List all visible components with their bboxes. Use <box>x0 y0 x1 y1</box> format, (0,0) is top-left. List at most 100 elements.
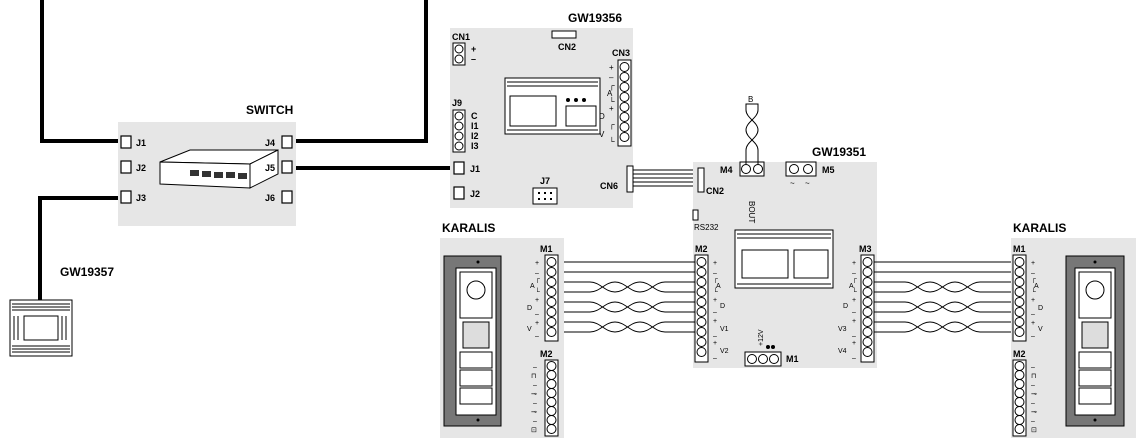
label-text: + <box>1031 260 1035 267</box>
label-text: CN2 <box>706 186 724 196</box>
label-text: └ <box>535 287 540 296</box>
label-text: └ <box>609 96 615 106</box>
label-text: + <box>1031 320 1035 327</box>
label-text: M2 <box>695 244 708 254</box>
label-text: CN2 <box>558 42 576 52</box>
label-text: A <box>1034 283 1039 290</box>
label-text: └ <box>713 287 718 296</box>
label-text: C <box>471 111 478 121</box>
label-text: J9 <box>452 98 462 108</box>
karalis-left-title: KARALIS <box>442 221 495 235</box>
karalis-right-title: KARALIS <box>1013 221 1066 235</box>
label-text: M1 <box>540 244 553 254</box>
label-text: ┌ <box>713 276 718 283</box>
label-text: – <box>1031 364 1035 371</box>
label-text: D <box>527 305 532 312</box>
gw19357-title: GW19357 <box>60 265 114 279</box>
port-j2: J2 <box>136 163 146 173</box>
label-text: – <box>609 73 614 82</box>
label-text: ⊸ <box>531 409 537 416</box>
label-text: RS232 <box>694 223 719 232</box>
twisted-pairs-right <box>874 261 1013 333</box>
label-text: A <box>849 283 854 290</box>
label-text: M2 <box>540 349 553 359</box>
label-text: M1 <box>1013 244 1026 254</box>
label-text: V2 <box>720 348 729 355</box>
gw19356-module-illustration <box>504 77 601 135</box>
label-text: D <box>1038 305 1043 312</box>
label-text: V3 <box>838 326 847 333</box>
label-text: – <box>713 270 717 277</box>
label-text: J7 <box>540 176 550 186</box>
label-text: M3 <box>859 244 872 254</box>
label-text: – <box>1031 400 1035 407</box>
label-text: D <box>599 112 605 121</box>
label-text: + <box>535 320 539 327</box>
label-text: – <box>533 418 537 425</box>
label-text: CN3 <box>612 48 630 58</box>
network-cables <box>38 0 450 300</box>
twisted-pairs-left <box>562 261 695 333</box>
label-text: A <box>607 89 613 98</box>
label-text: I2 <box>471 131 479 141</box>
label-text: + <box>535 297 539 304</box>
label-text: ⊡ <box>531 427 537 434</box>
label-text: – <box>852 309 856 316</box>
label-text: – <box>852 333 856 340</box>
port-j1: J1 <box>136 138 146 148</box>
label-text: CN6 <box>600 181 618 191</box>
label-text: – <box>535 270 539 277</box>
label-text: – <box>1031 311 1035 318</box>
label-text: V <box>527 326 532 333</box>
label-text: – <box>535 333 539 340</box>
label-text: └ <box>1031 287 1036 296</box>
gw19356-block: GW19356 CN2 CN1 + – CN3 + – ┌ A └ + D ┌ … <box>450 11 634 208</box>
label-text: + <box>609 63 614 72</box>
label-text: V <box>1038 326 1043 333</box>
label-text: + <box>713 260 717 267</box>
gw19351-title: GW19351 <box>812 145 866 159</box>
label-text: V4 <box>838 348 847 355</box>
switch-block: SWITCH J1 J2 J3 J4 J5 J6 <box>118 103 296 226</box>
label-text: – <box>852 270 856 277</box>
label-text: + <box>713 297 717 304</box>
label-text: + <box>713 318 717 325</box>
label-text: ┌ <box>1031 276 1036 283</box>
gw19351-block: GW19351 CN2 M4 BOUT B M5 ~~ RS232 M2 <box>692 95 877 368</box>
cable-top-left <box>40 0 118 143</box>
door-panel-illustration <box>1065 255 1125 427</box>
label-text: + <box>609 104 614 113</box>
gw19356-title: GW19356 <box>568 11 622 25</box>
twisted-pair-b <box>745 103 759 164</box>
label-text: ┌ <box>535 276 540 283</box>
label-text: – <box>852 355 856 362</box>
label-text: B <box>748 95 753 104</box>
port-j4: J4 <box>265 138 275 148</box>
label-text: – <box>1031 333 1035 340</box>
label-text: ┌ <box>609 81 615 91</box>
label-text: CN1 <box>452 32 470 42</box>
gw19351-module-illustration <box>734 229 834 289</box>
label-text: – <box>713 309 717 316</box>
label-text: ⊸ <box>1031 391 1037 398</box>
label-text: ⊸ <box>531 391 537 398</box>
switch-device-illustration <box>159 149 279 189</box>
label-text: + <box>1031 297 1035 304</box>
label-text: + <box>713 340 717 347</box>
label-text: + <box>852 318 856 325</box>
label-text: A <box>716 283 721 290</box>
label-text: + <box>852 297 856 304</box>
label-text: – <box>533 400 537 407</box>
label-text: – <box>533 382 537 389</box>
label-text: +12V <box>758 329 765 346</box>
label-text: + <box>852 340 856 347</box>
label-text: V <box>599 130 605 139</box>
label-text: – <box>713 333 717 340</box>
label-text: + <box>852 260 856 267</box>
gw19357-device-illustration <box>9 299 73 357</box>
label-text: – <box>471 54 476 64</box>
label-text: D <box>720 303 725 310</box>
door-panel-illustration <box>443 255 502 427</box>
label-text: ┌ <box>609 120 615 130</box>
